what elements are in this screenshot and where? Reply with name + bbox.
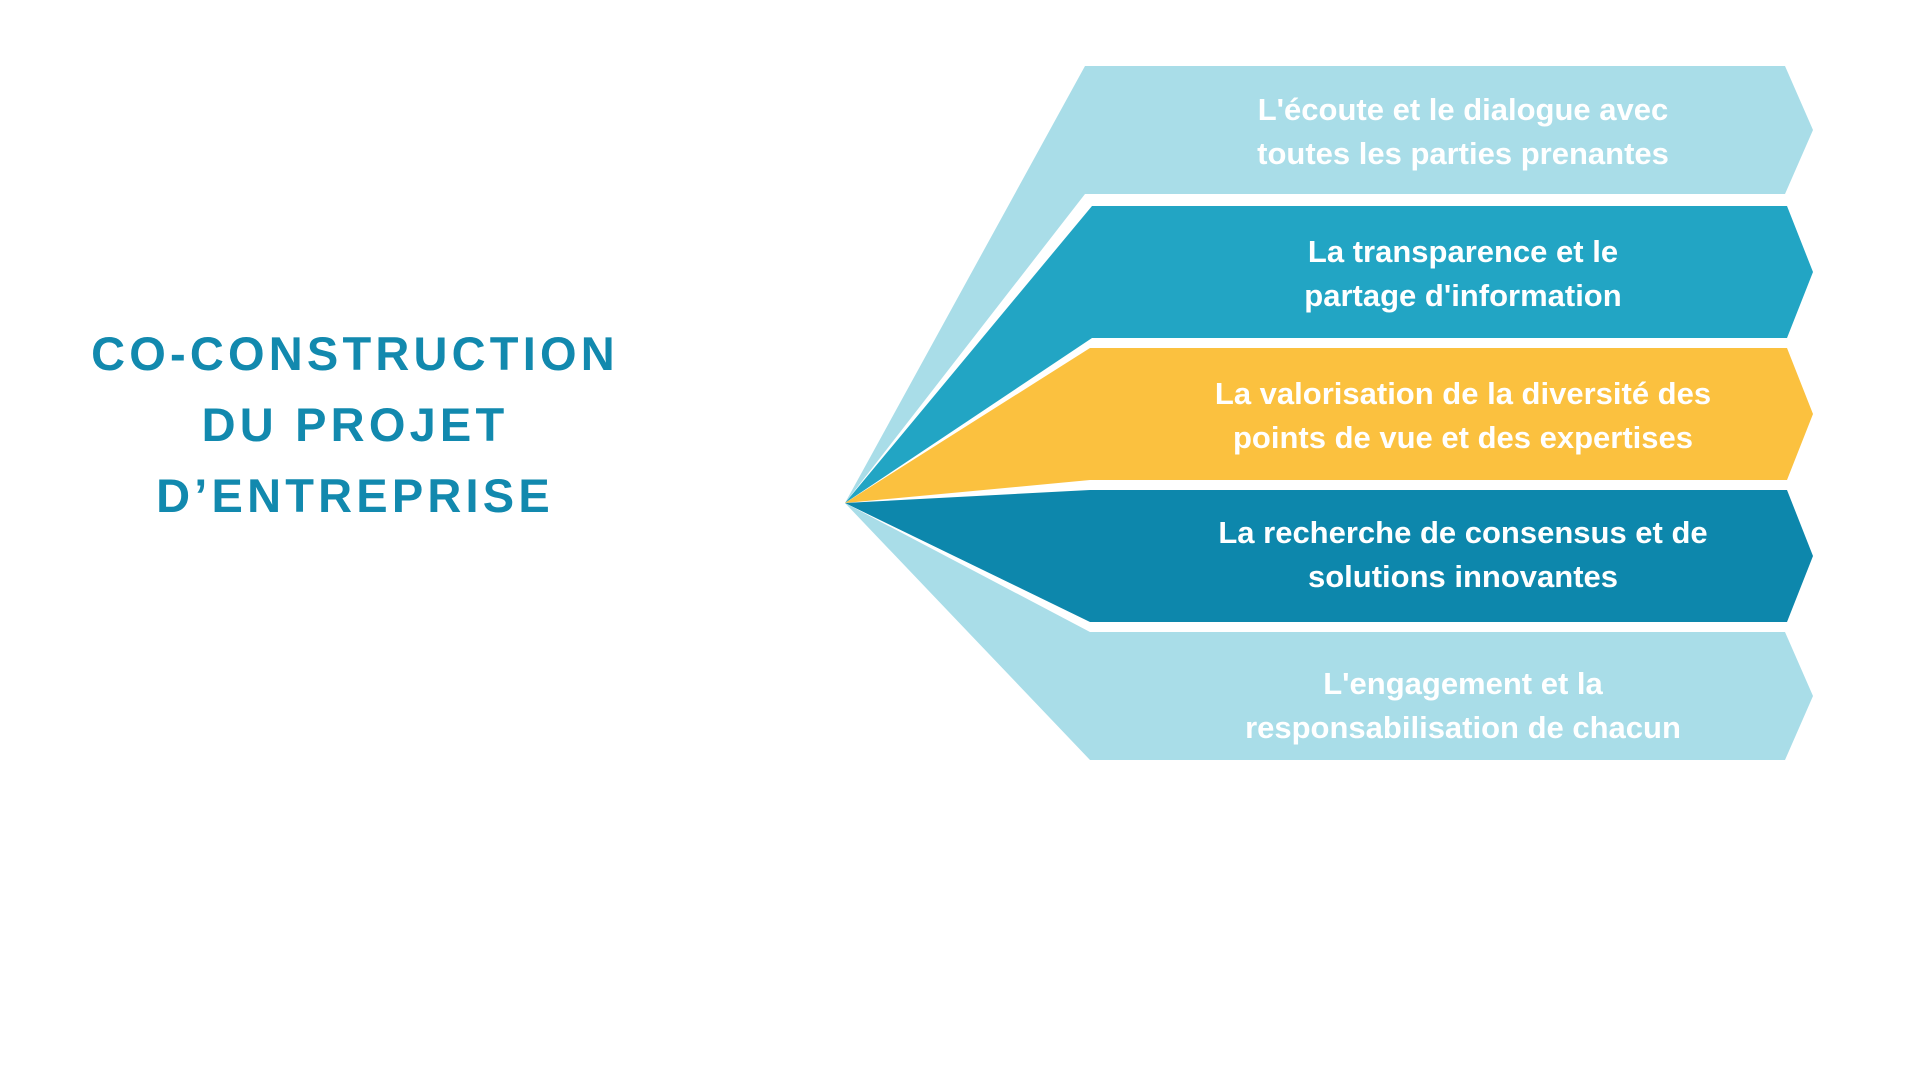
band-ecoute-shape [845, 66, 1813, 503]
page-title-line-3: D’ENTREPRISE [156, 469, 554, 522]
band-consensus-line-2: solutions innovantes [1308, 559, 1618, 594]
band-consensus[interactable]: La recherche de consensus et de solution… [845, 490, 1813, 622]
band-transparence-line-2: partage d'information [1304, 278, 1621, 313]
band-valorisation-line-1: La valorisation de la diversité des [1215, 376, 1711, 411]
page-title-line-1: CO-CONSTRUCTION [91, 327, 619, 380]
band-engagement[interactable]: L'engagement et la responsabilisation de… [845, 503, 1813, 760]
page-title-line-2: DU PROJET [201, 398, 509, 451]
band-ecoute-line-2: toutes les parties prenantes [1257, 136, 1669, 171]
band-transparence-shape [845, 206, 1813, 503]
page-title: CO-CONSTRUCTION DU PROJET D’ENTREPRISE [40, 318, 670, 531]
band-engagement-shape [845, 503, 1813, 760]
band-ecoute-line-1: L'écoute et le dialogue avec [1258, 92, 1669, 127]
band-consensus-line-1: La recherche de consensus et de [1218, 515, 1707, 550]
band-engagement-line-2: responsabilisation de chacun [1245, 710, 1681, 745]
band-transparence[interactable]: La transparence et le partage d'informat… [845, 206, 1813, 503]
band-transparence-line-1: La transparence et le [1308, 234, 1618, 269]
band-valorisation-line-2: points de vue et des expertises [1233, 420, 1693, 455]
band-valorisation[interactable]: La valorisation de la diversité des poin… [845, 348, 1813, 503]
band-engagement-line-1: L'engagement et la [1323, 666, 1603, 701]
band-consensus-shape [845, 490, 1813, 622]
band-ecoute[interactable]: L'écoute et le dialogue avec toutes les … [845, 66, 1813, 503]
band-valorisation-shape [845, 348, 1813, 503]
